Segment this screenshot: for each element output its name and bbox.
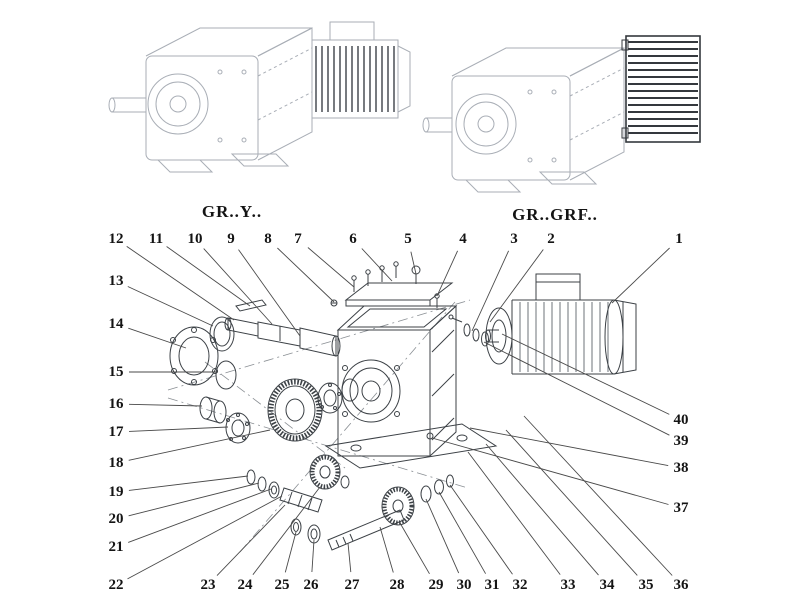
part-number-18: 18 [106,454,126,472]
part-number-29: 29 [426,576,446,594]
output-cover-and-bearings [169,316,251,444]
leader-line-7 [307,247,355,288]
part-number-2: 2 [545,230,557,248]
part-number-24: 24 [235,576,255,594]
part-number-23: 23 [198,576,218,594]
leader-line-31 [438,491,486,574]
leader-line-17 [128,426,229,432]
part-number-17: 17 [106,423,126,441]
top-cover-and-bolts [330,261,454,308]
leader-line-18 [128,429,271,461]
part-number-10: 10 [185,230,205,248]
leader-line-2 [489,249,544,323]
leader-line-22 [127,495,283,580]
leader-line-40 [501,333,670,415]
part-number-37: 37 [671,499,691,517]
part-number-12: 12 [106,230,126,248]
part-number-7: 7 [292,230,304,248]
part-number-13: 13 [106,272,126,290]
leader-line-29 [399,522,430,575]
exploded-view [126,246,673,580]
part-number-5: 5 [402,230,414,248]
part-number-31: 31 [482,576,502,594]
leader-line-33 [467,451,561,575]
leader-line-5 [410,251,417,275]
motor-fins-left [315,46,395,112]
leader-line-38 [469,427,669,467]
leader-line-23 [216,504,286,576]
input-shaft [224,299,341,357]
leader-line-34 [485,443,599,576]
part-number-8: 8 [262,230,274,248]
part-number-4: 4 [457,230,469,248]
part-number-38: 38 [671,459,691,477]
pinion-shaft-assembly [290,474,454,551]
leader-line-4 [436,250,459,297]
leader-line-39 [483,341,670,436]
part-number-22: 22 [106,576,126,594]
part-number-15: 15 [106,363,126,381]
leader-line-6 [361,248,393,282]
leader-line-36 [523,415,673,576]
leader-line-12 [126,246,235,321]
part-number-26: 26 [301,576,321,594]
motor [448,273,637,375]
leader-line-13 [127,286,214,327]
leader-line-27 [347,542,352,573]
leader-line-3 [471,250,510,332]
assembled-view-gr-grf [422,35,701,193]
part-number-16: 16 [106,395,126,413]
leader-line-10 [203,248,273,325]
part-number-39: 39 [671,432,691,450]
part-number-32: 32 [510,576,530,594]
part-number-19: 19 [106,483,126,501]
leader-line-8 [277,247,335,303]
fan-cover-dark-block [621,35,701,143]
intermediate-shaft-assembly [246,454,350,513]
leader-line-20 [128,482,260,517]
leader-line-19 [128,475,249,491]
leader-line-9 [238,249,301,337]
part-number-1: 1 [673,230,685,248]
part-number-36: 36 [671,576,691,594]
part-number-14: 14 [106,315,126,333]
leader-line-21 [128,488,272,543]
leader-line-16 [128,403,203,407]
part-number-9: 9 [225,230,237,248]
assembled-view-gr-y [108,21,411,173]
part-number-33: 33 [558,576,578,594]
part-number-11: 11 [146,230,166,248]
model-label-gr-grf: GR..GRF.. [512,205,598,224]
part-number-34: 34 [597,576,617,594]
part-number-3: 3 [508,230,520,248]
model-label-gr-y: GR..Y.. [201,202,263,221]
part-number-6: 6 [347,230,359,248]
leader-line-37 [431,437,669,505]
leader-line-24 [252,486,321,575]
part-number-21: 21 [106,538,126,556]
leader-line-35 [505,429,638,576]
part-number-30: 30 [454,576,474,594]
leader-line-14 [128,327,187,349]
leader-line-25 [284,531,297,573]
leader-line-11 [166,246,251,307]
leader-line-30 [425,498,460,574]
part-number-40: 40 [671,411,691,429]
part-number-28: 28 [387,576,407,594]
part-number-20: 20 [106,510,126,528]
part-number-35: 35 [636,576,656,594]
leader-line-32 [449,484,513,575]
leader-line-28 [379,526,394,573]
main-gear [267,378,359,442]
leader-lines [126,246,673,580]
part-number-27: 27 [342,576,362,594]
part-number-25: 25 [272,576,292,594]
leader-line-1 [611,247,670,304]
gear-housing [324,304,498,469]
leader-line-26 [311,539,315,573]
